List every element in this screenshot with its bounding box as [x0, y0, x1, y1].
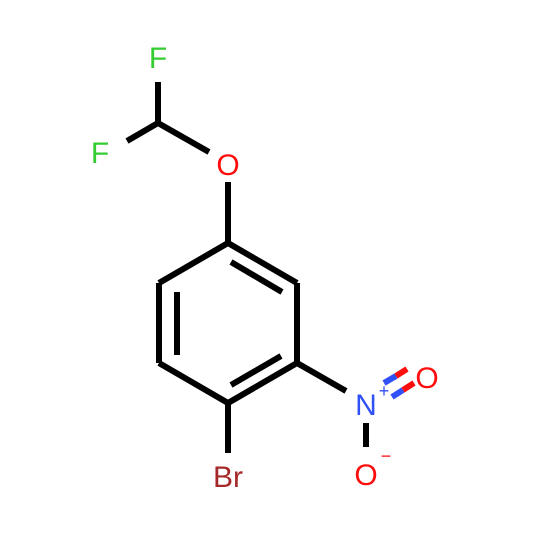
ring-bond-4 [157, 360, 230, 406]
ring-double-inner-1 [229, 259, 284, 295]
charge-minus: − [381, 446, 392, 466]
atom-n-nitro: N [355, 389, 377, 422]
atom-br: Br [213, 461, 243, 494]
atom-f-left: F [91, 137, 109, 170]
bond-n-o-double [382, 366, 416, 400]
ring-double-inner-2 [229, 353, 283, 388]
atom-f-upper: F [149, 42, 167, 75]
ring-bond-3 [226, 360, 299, 406]
atom-o-anion: O [354, 459, 377, 492]
ring-bond-6 [157, 240, 230, 286]
bond-c-o [156, 120, 211, 155]
bonds [125, 82, 369, 453]
atom-o-ether: O [216, 149, 239, 182]
bond-c-f2 [125, 120, 160, 144]
charge-plus: + [379, 381, 390, 401]
bond-ring-n [295, 360, 348, 394]
atom-o-double: O [415, 362, 438, 395]
ring-bond-1 [226, 240, 299, 286]
